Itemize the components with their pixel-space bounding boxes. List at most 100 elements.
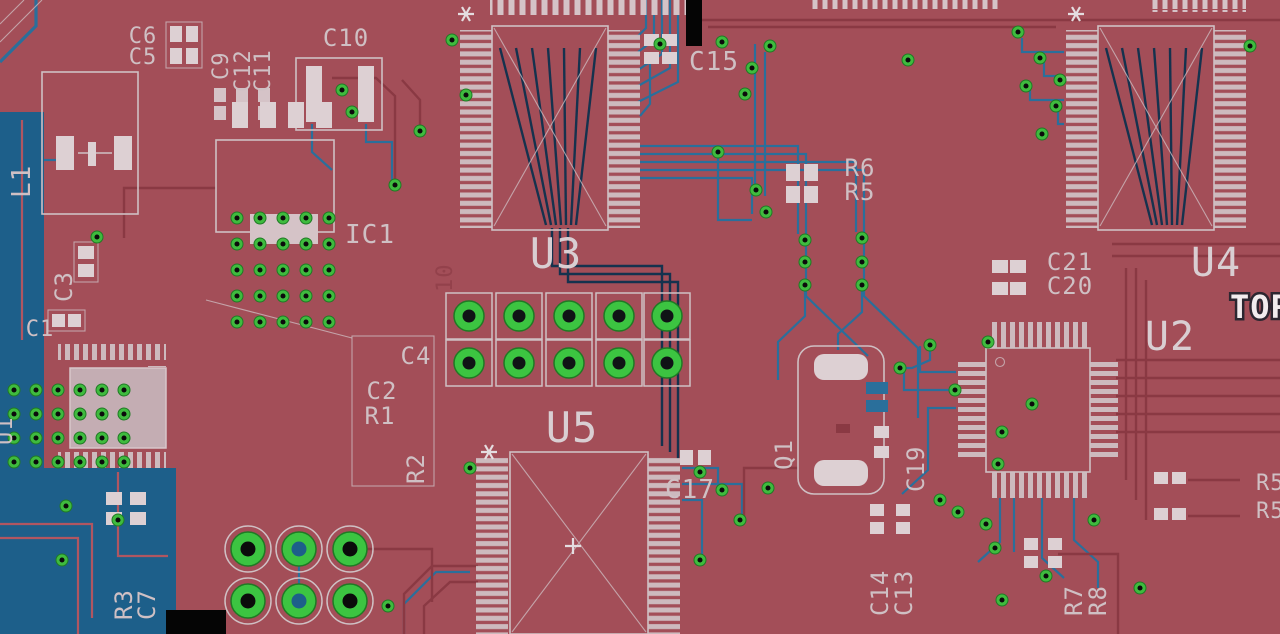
label-r8[interactable]: R8 [1084,585,1112,616]
header-pin[interactable] [445,339,493,387]
label-c15[interactable]: C15 [689,47,739,77]
connector-top-b[interactable] [812,0,1002,10]
via-layer[interactable] [7,25,1257,613]
component-r5-pair[interactable] [1154,472,1186,520]
label-r2[interactable]: R2 [402,453,430,484]
via [759,205,773,219]
component-c10[interactable] [295,57,383,131]
label-c13[interactable]: C13 [890,570,918,616]
header-pin[interactable] [275,577,323,625]
component-u5[interactable] [476,451,680,634]
label-u5[interactable]: U5 [546,403,599,452]
label-c6[interactable]: C6 [129,24,158,49]
silkscreen-labels: C6 C5 C9 C12 C11 C10 L1 IC1 C3 C1 U1 U3 … [0,24,1280,620]
via [388,178,402,192]
label-l1[interactable]: L1 [7,165,37,198]
label-c19[interactable]: C19 [902,446,930,492]
component-c19[interactable] [874,426,889,458]
component-u3[interactable] [460,25,640,231]
header-pin[interactable] [545,292,593,340]
label-u1[interactable]: U1 [0,417,18,446]
pad [88,142,96,166]
label-c12[interactable]: C12 [231,49,256,92]
label-r5[interactable]: R5 [845,178,876,206]
header-pin[interactable] [445,292,493,340]
component-q1-crystal[interactable] [797,345,888,495]
header-pin[interactable] [545,339,593,387]
component-c14-c13[interactable] [870,504,910,534]
header-pin[interactable] [595,339,643,387]
component-r6-r5[interactable] [786,164,818,203]
label-r1[interactable]: R1 [365,402,396,430]
label-r5a[interactable]: R5 [1256,471,1280,496]
label-q1[interactable]: Q1 [770,439,798,470]
connector-top-a[interactable] [490,0,702,46]
label-c5[interactable]: C5 [129,45,158,70]
label-c1[interactable]: C1 [26,317,55,342]
component-u4-footprint[interactable] [1066,25,1246,231]
component-c17[interactable] [680,450,711,465]
header-pin[interactable] [495,292,543,340]
label-10-bottom-silk[interactable]: 10 [433,264,458,293]
header-pin[interactable] [224,577,272,625]
via [230,237,244,251]
component-u2-qfp[interactable] [958,322,1118,498]
label-c17[interactable]: C17 [665,475,715,505]
top-trace-layer-bright[interactable] [0,120,168,634]
pad [698,450,711,465]
component-c21-c20[interactable] [992,260,1026,295]
label-ic1[interactable]: IC1 [345,220,395,250]
header-pin[interactable] [275,525,323,573]
label-c9[interactable]: C9 [209,52,234,81]
header-pin[interactable] [326,525,374,573]
pin-header-2x3[interactable] [224,525,374,625]
header-pin[interactable] [643,292,691,340]
bottom-pad [866,382,888,394]
header-pin[interactable] [595,292,643,340]
top-trace-layer[interactable] [122,18,1280,634]
pad [1172,508,1186,520]
pad [644,52,659,64]
label-r6[interactable]: R6 [845,154,876,182]
label-c10[interactable]: C10 [323,24,369,52]
component-c6-c5[interactable] [165,21,203,69]
connector-top-c[interactable] [1148,0,1246,12]
pad [896,504,910,516]
label-c3[interactable]: C3 [50,271,78,302]
component-c3[interactable] [73,241,99,283]
component-l1[interactable] [41,71,139,215]
via [855,255,869,269]
label-u4[interactable]: U4 [1191,240,1241,286]
via [1053,73,1067,87]
via [979,517,993,531]
header-pin[interactable] [224,525,272,573]
label-c20[interactable]: C20 [1047,272,1093,300]
via [1049,99,1063,113]
markers [456,5,1086,554]
header-pin[interactable] [643,339,691,387]
label-top-layer[interactable]: TOP [1228,286,1280,329]
label-r7[interactable]: R7 [1060,585,1088,616]
label-u2[interactable]: U2 [1145,314,1195,360]
via [901,53,915,67]
label-c14[interactable]: C14 [866,570,894,616]
component-r7-r8[interactable] [1024,538,1062,568]
label-c21[interactable]: C21 [1047,248,1093,276]
label-r3[interactable]: R3 [110,589,138,620]
label-c4[interactable]: C4 [401,342,432,370]
header-pin[interactable] [495,339,543,387]
label-u3[interactable]: U3 [530,229,583,278]
label-c2[interactable]: C2 [367,377,398,405]
via [7,383,21,397]
label-r5b[interactable]: R5 [1256,499,1280,524]
label-c7[interactable]: C7 [133,589,161,620]
via [7,407,21,421]
label-c11[interactable]: C11 [251,49,276,92]
via [253,315,267,329]
pin-header-2x5[interactable] [445,292,691,387]
header-pin[interactable] [326,577,374,625]
component-c1[interactable] [47,309,86,332]
via [413,124,427,138]
via [90,230,104,244]
